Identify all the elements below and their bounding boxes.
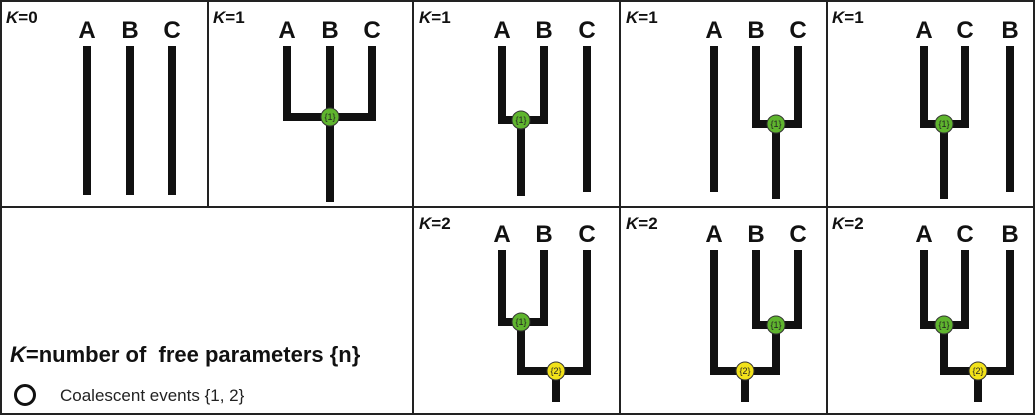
panel-8-node-1 xyxy=(934,315,954,335)
panel-6-node-1-label: {1} xyxy=(515,317,526,327)
panel-3-k-label: K=1 xyxy=(419,8,451,27)
panel-5-leaf-1: A xyxy=(915,17,932,44)
panel-7-k-label: K=2 xyxy=(626,214,658,233)
panel-4-node-1-label: {1} xyxy=(770,119,781,129)
panel-1-leaf-1: A xyxy=(78,17,95,44)
panel-2-leaf-3: C xyxy=(363,17,380,44)
panel-8-k-label: K=2 xyxy=(832,214,864,233)
panel-6-node-2 xyxy=(546,361,566,381)
panel-7-leaf-2: B xyxy=(747,221,764,248)
panel-5: K=1 A C B {1} xyxy=(832,8,1019,199)
panel-3-node-1 xyxy=(511,110,531,130)
panel-6-k-label: K=2 xyxy=(419,214,451,233)
panel-3-leaf-3: C xyxy=(578,17,595,44)
panel-6-node-2-label: {2} xyxy=(550,366,561,376)
panel-cell-7 xyxy=(619,206,828,415)
panel-7-node-2-label: {2} xyxy=(739,366,750,376)
panel-8-leaf-3: B xyxy=(1001,221,1018,248)
panel-cell-5 xyxy=(826,0,1035,208)
panel-2-node-1 xyxy=(320,107,340,127)
panel-2-leaf-1: A xyxy=(278,17,295,44)
panel-6-leaf-1: A xyxy=(493,221,510,248)
legend-title: K=number of free parameters {n} xyxy=(10,342,361,367)
empty-circle-icon xyxy=(14,384,36,406)
legend-cell xyxy=(0,206,414,415)
panel-7: K=2 A B C {1} {2} xyxy=(626,214,807,402)
panel-6-leaf-3: C xyxy=(578,221,595,248)
panel-8-leaf-2: C xyxy=(956,221,973,248)
panel-7-leaf-3: C xyxy=(789,221,806,248)
legend: K=number of free parameters {n} Coalesce… xyxy=(10,342,361,406)
panel-8: K=2 A C B {1} {2} xyxy=(832,214,1019,402)
panel-cell-8 xyxy=(826,206,1035,415)
panel-8-node-2 xyxy=(968,361,988,381)
panel-1-k-label: K=0 xyxy=(6,8,38,27)
panel-2: K=1 A B C {1} xyxy=(213,8,381,202)
panel-4-node-1 xyxy=(766,114,786,134)
panel-2-node-1-label: {1} xyxy=(324,112,335,122)
legend-events-label: Coalescent events {1, 2} xyxy=(60,386,245,405)
panel-4-leaf-2: B xyxy=(747,17,764,44)
panel-5-leaf-3: B xyxy=(1001,17,1018,44)
panel-6-leaf-2: B xyxy=(535,221,552,248)
panel-6-node-1 xyxy=(511,312,531,332)
panel-1: K=0 A B C xyxy=(6,8,181,195)
panel-3-leaf-2: B xyxy=(535,17,552,44)
panel-2-k-label: K=1 xyxy=(213,8,245,27)
panel-3-node-1-label: {1} xyxy=(515,115,526,125)
panel-4-leaf-1: A xyxy=(705,17,722,44)
panel-5-leaf-2: C xyxy=(956,17,973,44)
panel-7-node-1 xyxy=(766,315,786,335)
panel-1-leaf-3: C xyxy=(163,17,180,44)
panel-7-leaf-1: A xyxy=(705,221,722,248)
panel-8-leaf-1: A xyxy=(915,221,932,248)
panel-3-leaf-1: A xyxy=(493,17,510,44)
panel-2-leaf-2: B xyxy=(321,17,338,44)
panel-4-k-label: K=1 xyxy=(626,8,658,27)
panel-5-node-1 xyxy=(934,114,954,134)
panel-cell-2 xyxy=(207,0,414,208)
panel-4: K=1 A B C {1} xyxy=(626,8,807,199)
panel-5-node-1-label: {1} xyxy=(938,119,949,129)
panel-5-k-label: K=1 xyxy=(832,8,864,27)
panel-6: K=2 A B C {1} {2} xyxy=(419,214,596,402)
panel-7-node-1-label: {1} xyxy=(770,320,781,330)
panel-1-leaf-2: B xyxy=(121,17,138,44)
panel-4-leaf-3: C xyxy=(789,17,806,44)
panel-cell-4 xyxy=(619,0,828,208)
panel-8-node-1-label: {1} xyxy=(938,320,949,330)
panel-8-node-2-label: {2} xyxy=(972,366,983,376)
panel-3: K=1 A B C {1} xyxy=(419,8,596,196)
panel-7-node-2 xyxy=(735,361,755,381)
